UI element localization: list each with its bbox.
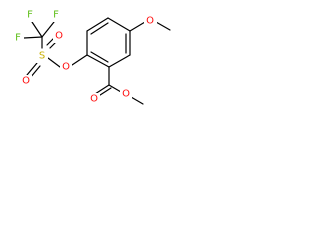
- ester-group: [94, 66, 144, 105]
- atom-o-sulfonyl-top: O: [55, 31, 63, 42]
- molecule-diagram: O O O O S O O F F F: [0, 0, 177, 123]
- atom-o-ester: O: [122, 89, 130, 100]
- atom-o-sulfonyl-bottom: O: [22, 76, 30, 87]
- bond-c-f-top-right: [41, 21, 55, 38]
- ring-bond-inner: [90, 51, 109, 63]
- bond-s-o-bottom: [26, 62, 38, 76]
- structure-svg: O O O O S O O F F F: [13, 9, 171, 106]
- ring-bond: [107, 17, 131, 32]
- bond-c-o-ester: [108, 84, 122, 93]
- benzene-ring: [86, 17, 131, 68]
- atom-labels: O O O O S O O F F F: [13, 9, 157, 106]
- bond-c-f-left: [23, 36, 43, 39]
- atom-f-top-left: F: [27, 10, 33, 21]
- bond-o-methyl: [155, 21, 171, 31]
- bond-ring-o-ether: [71, 54, 88, 66]
- atom-f-left: F: [15, 33, 21, 44]
- bond-ring-o-methoxy: [129, 21, 146, 32]
- methoxy-group: [129, 21, 171, 32]
- bond-o-s: [47, 57, 61, 68]
- ring-bond: [86, 17, 109, 32]
- ring-bond-inner: [90, 22, 109, 35]
- atom-o-methoxy: O: [146, 16, 154, 27]
- bond-o-methyl-ester: [130, 96, 144, 105]
- ring-bond: [108, 54, 131, 68]
- atom-s: S: [39, 51, 45, 62]
- bond-c-f-top-left: [31, 21, 43, 38]
- atom-o-ether: O: [62, 62, 70, 73]
- atom-o-carbonyl: O: [90, 94, 98, 105]
- atom-f-top-right: F: [53, 10, 59, 21]
- ring-bond: [86, 54, 110, 68]
- triflate-group: [23, 21, 88, 79]
- bond-c-o-double: [94, 84, 110, 95]
